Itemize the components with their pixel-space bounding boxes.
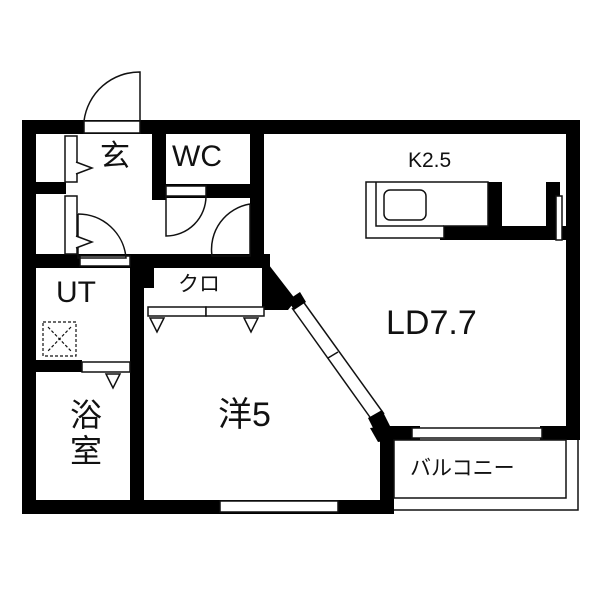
room-label-kitchen: K2.5 xyxy=(408,149,452,172)
room-label-toilet: WC xyxy=(172,140,222,173)
walls xyxy=(22,120,580,514)
room-label-balcony: バルコニー xyxy=(410,457,515,480)
diagonal-window xyxy=(288,292,390,434)
sink-icon xyxy=(383,189,427,221)
room-label-western-room: 洋5 xyxy=(218,396,271,434)
balcony-outline xyxy=(393,439,579,511)
door-swings xyxy=(77,71,251,259)
room-label-utility: UT xyxy=(56,276,96,309)
openings xyxy=(64,120,563,513)
room-label-living-dining: LD7.7 xyxy=(386,304,477,342)
kitchen-counter xyxy=(365,181,489,239)
room-label-entrance: 玄 xyxy=(100,140,130,173)
room-label-bathroom: 浴室 xyxy=(66,398,102,470)
room-label-closet: クロ xyxy=(178,273,220,296)
ventilation-fan-icon xyxy=(42,321,77,357)
door-markers xyxy=(75,161,260,390)
